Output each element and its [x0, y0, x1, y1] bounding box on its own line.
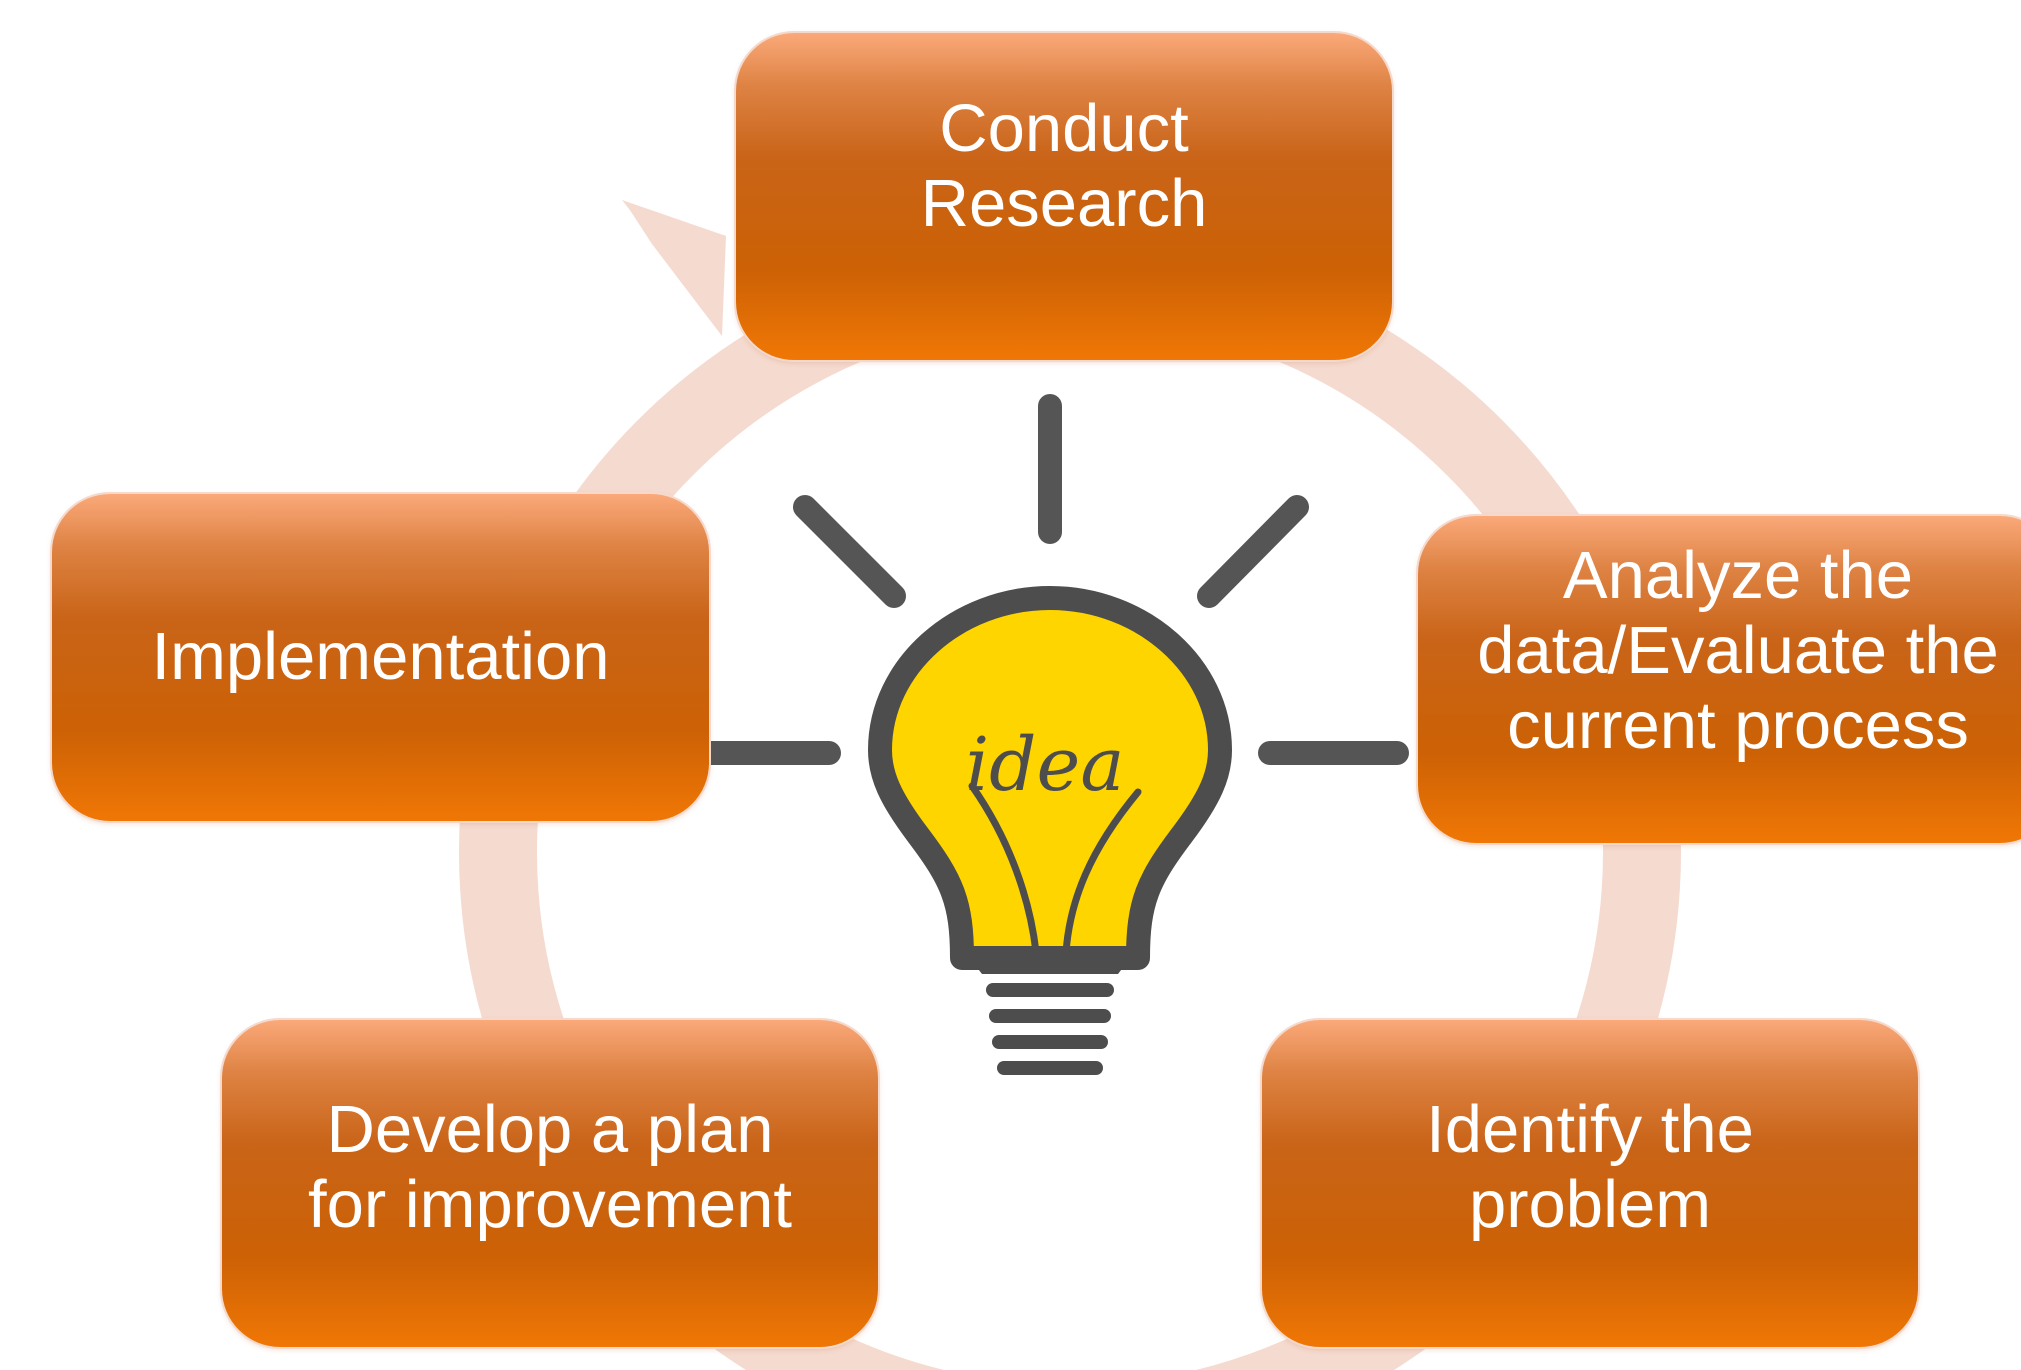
step-label-develop-plan: Develop a plan for improvement — [307, 1092, 793, 1242]
step-box-develop-plan: Develop a plan for improvement — [222, 1020, 878, 1347]
light-rays-icon — [690, 394, 1409, 765]
step-box-conduct-research: Conduct Research — [736, 33, 1392, 360]
step-label-conduct-research: Conduct Research — [920, 90, 1208, 241]
bulb-glass — [868, 586, 1232, 970]
step-box-implementation: Implementation — [52, 494, 709, 821]
bulb-neck — [962, 948, 1138, 974]
cycle-arrowhead-icon — [622, 200, 726, 300]
step-label-identify-problem: Identify the problem — [1426, 1092, 1754, 1242]
step-box-identify-problem: Identify the problem — [1262, 1020, 1918, 1347]
idea-lettering: idea — [966, 722, 1125, 808]
step-label-implementation: Implementation — [151, 619, 610, 694]
step-box-analyze-data: Analyze the data/Evaluate the current pr… — [1418, 516, 2021, 843]
bulb-base — [986, 983, 1114, 1075]
step-label-analyze-data: Analyze the data/Evaluate the current pr… — [1477, 538, 1999, 763]
bulb-filament — [968, 782, 1142, 956]
